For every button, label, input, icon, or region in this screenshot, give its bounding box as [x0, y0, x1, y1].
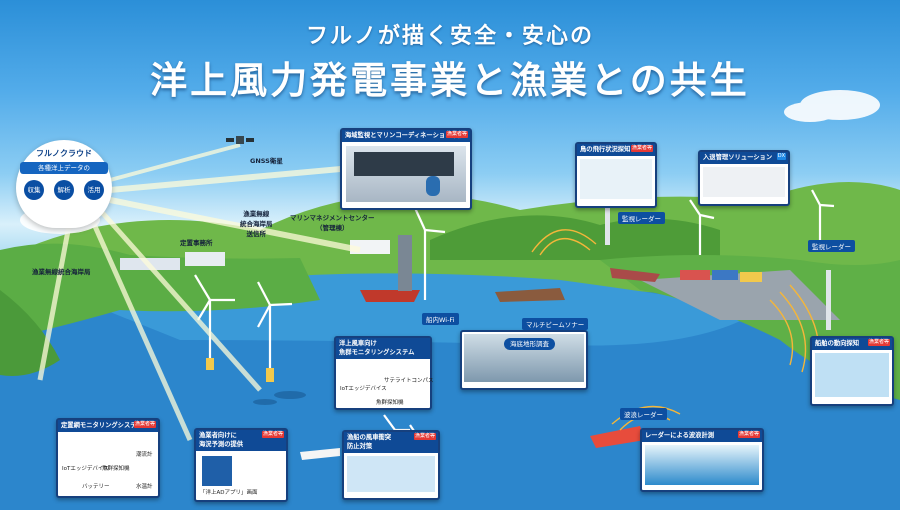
panel-badge: 漁業者等	[737, 431, 760, 438]
harbor-building	[185, 252, 225, 266]
fish-school	[253, 391, 306, 405]
item-battery: バッテリー	[82, 484, 110, 490]
containers	[740, 272, 762, 282]
installation-vessel	[360, 290, 420, 302]
cloud-action-analyze: 解析	[54, 180, 74, 200]
panel-badge: 漁業者等	[261, 431, 284, 438]
panel-bird-tracking: 鳥の飛行状況探知 漁業者等	[575, 142, 657, 208]
furuno-cloud-hub: フルノクラウド 各種洋上データの 収集 解析 活用	[16, 140, 112, 228]
panel-badge: 漁業者等	[413, 433, 436, 440]
item-fish-finder: 魚群探知機	[102, 466, 130, 472]
turbine-foundation	[266, 368, 274, 382]
gnss-satellite-label: GNSS衛星	[250, 157, 283, 165]
containers	[712, 270, 738, 280]
monitor-radar-label-2: 監視レーダー	[808, 240, 855, 252]
multibeam-sonar-label: マルチビームソナー	[522, 318, 589, 330]
item-current-meter: 潮流計	[136, 452, 153, 458]
item-iot-edge: IoTエッジデバイス	[340, 386, 387, 392]
control-room-illustration	[346, 146, 466, 202]
title-line-2: 洋上風力発電事業と漁業との共生	[150, 59, 750, 102]
cloud-action-collect: 収集	[24, 180, 44, 200]
title-line-1: フルノが描く安全・安心の	[305, 24, 594, 49]
cloud-action-utilize: 活用	[84, 180, 104, 200]
cargo-ship	[495, 288, 565, 302]
patrol-boat	[590, 426, 645, 448]
item-iot-edge: IoTエッジデバイス	[62, 466, 109, 472]
panel-badge: 漁業者等	[133, 421, 156, 428]
panel-wind-fishing-monitor: 洋上風車向け 魚群モニタリングシステム IoTエッジデバイス 魚群探知機 サテラ…	[334, 336, 434, 410]
panel-wave-measure: レーダーによる波浪計測 漁業者等	[640, 428, 764, 492]
bird-illustration	[580, 159, 652, 199]
marine-center-building	[350, 240, 390, 254]
item-satellite-compass: サテライトコンパス	[384, 378, 434, 384]
panel-title: 海域監視とマリンコーディネーション業務	[342, 130, 470, 142]
panel-title: 洋上風車向け 魚群モニタリングシステム	[336, 338, 430, 359]
panel-badge: 漁業者等	[630, 145, 653, 152]
panel-title: 海底地形調査	[504, 338, 555, 350]
mid-hills	[430, 215, 720, 260]
item-thermometer: 水温計	[136, 484, 153, 490]
video-wall	[354, 152, 454, 176]
operator-figure	[426, 176, 440, 196]
panel-badge: 漁業者等	[867, 339, 890, 346]
onboard-wifi-label: 船内Wi-Fi	[422, 313, 459, 325]
gnss-satellite-icon	[226, 136, 254, 144]
panel-badge: 漁業者等	[445, 131, 468, 138]
app-screen	[202, 456, 232, 486]
wave-radar-label: 波浪レーダー	[620, 408, 667, 420]
fishing-boat	[300, 448, 340, 460]
turbine-foundation	[206, 358, 214, 370]
monitor-radar-label-1: 監視レーダー	[618, 212, 665, 224]
item-app-screen: 「洋上ADアプリ」画面	[200, 490, 258, 496]
ship-detection-illustration	[815, 353, 889, 397]
radar-tower	[826, 270, 831, 330]
fixed-net-office-label: 定置事務所	[180, 239, 213, 247]
data-beams	[37, 143, 441, 442]
panel-ship-detection: 船舶の動向探知 漁業者等	[810, 336, 894, 406]
panel-sea-monitoring: 海域監視とマリンコーディネーション業務 漁業者等	[340, 128, 472, 210]
panel-title: 入退管理ソリューション	[700, 152, 788, 164]
panel-badge: DX	[776, 153, 786, 160]
wave-illustration	[645, 445, 759, 485]
item-fish-finder: 魚群探知機	[376, 400, 404, 406]
panel-title: 定置網モニタリングシステム	[58, 420, 158, 432]
seabed-illustration: 海底地形調査	[464, 334, 584, 382]
port-quay	[640, 270, 840, 320]
coastal-station-label: 漁業無線統合海岸局	[32, 268, 91, 276]
panel-entry-management: 入退管理ソリューション DX	[698, 150, 790, 206]
cloud-title: フルノクラウド	[36, 149, 92, 158]
marine-management-center-label: マリンマネジメントセンター （管理棟）	[290, 214, 375, 232]
panel-title: レーダーによる波浪計測	[642, 430, 762, 442]
fishery-radio-station-label: 漁業無線 統合海岸局 送信所	[240, 210, 273, 238]
panel-seabed-survey: 海底地形調査	[460, 330, 588, 390]
gate-illustration	[703, 167, 785, 197]
installation-crane	[398, 235, 412, 291]
panel-wind-collision: 漁船の風車衝突 防止対策 漁業者等	[342, 430, 440, 500]
radar-tower	[605, 205, 610, 245]
left-land	[0, 243, 320, 340]
tanker-ship	[610, 268, 660, 282]
panel-fisher-forecast: 漁業者向けに 海況予測の提供 漁業者等 「洋上ADアプリ」画面	[194, 428, 288, 502]
cloud-subtitle: 各種洋上データの	[20, 162, 108, 174]
panel-fixed-net-monitor: 定置網モニタリングシステム 漁業者等 IoTエッジデバイス 魚群探知機 潮流計 …	[56, 418, 160, 498]
containers	[680, 270, 710, 280]
collision-illustration	[347, 456, 435, 492]
